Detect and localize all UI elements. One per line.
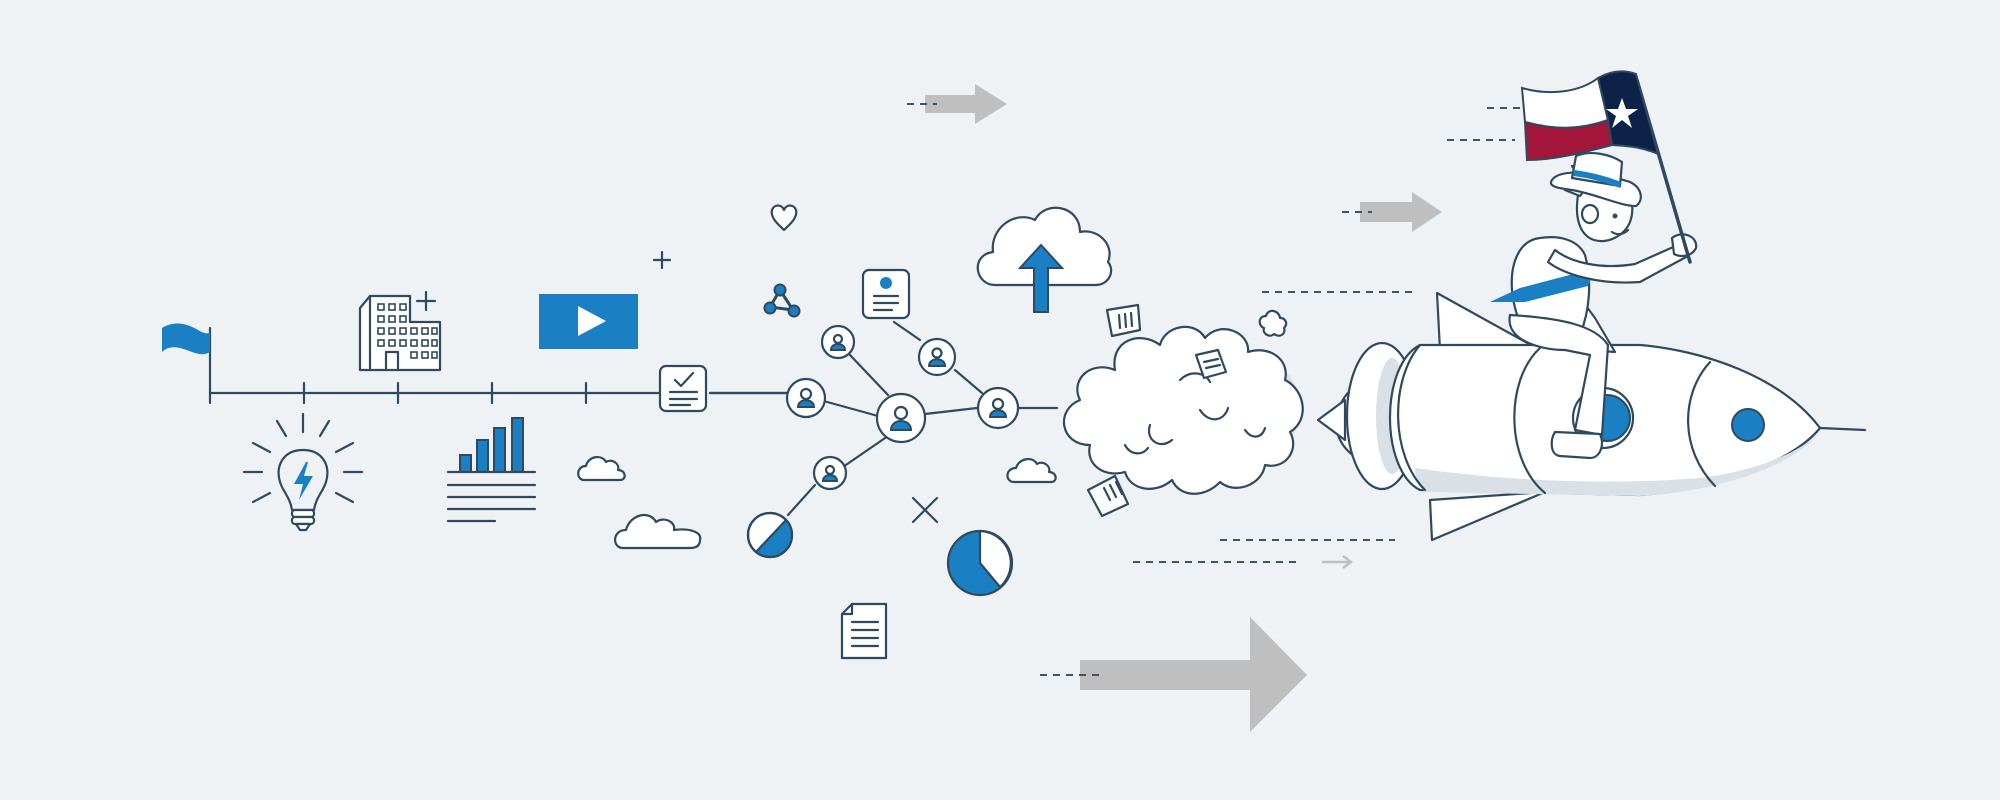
office-building-icon [358, 290, 442, 372]
flying-paper-icon [1194, 348, 1228, 380]
exhaust-cloud [1062, 325, 1304, 495]
person-node [917, 337, 957, 377]
pie-chart-icon [746, 511, 794, 559]
pie-chart-icon [946, 529, 1014, 597]
people-network-icon [708, 268, 1059, 517]
flying-paper-icon [1086, 474, 1130, 518]
texas-flag-icon [1520, 70, 1692, 264]
lightbulb-icon [242, 412, 364, 532]
person-node [812, 455, 848, 491]
video-play-icon [539, 294, 638, 349]
cloud-icon [1006, 458, 1057, 484]
checklist-icon [658, 364, 708, 413]
plus-icon [652, 250, 672, 270]
cloud-icon [1258, 309, 1288, 337]
rider-figure [1490, 152, 1698, 460]
speed-arrow-icon [1322, 555, 1354, 569]
start-flag-icon [162, 323, 212, 405]
speed-arrow-icon [907, 84, 1007, 124]
cloud-upload-icon [976, 206, 1113, 313]
document-icon [840, 602, 888, 660]
profile-card-icon [861, 268, 911, 320]
cloud-icon [577, 456, 626, 482]
bar-chart-icon [446, 417, 537, 523]
heart-icon [770, 204, 798, 232]
flying-paper-icon [1105, 303, 1142, 338]
person-node [820, 324, 856, 360]
person-node [976, 386, 1020, 430]
close-icon [911, 496, 939, 524]
cloud-icon [614, 513, 702, 550]
speed-arrow-icon [1040, 617, 1307, 732]
person-node [875, 392, 927, 444]
share-icon [763, 283, 801, 318]
speed-arrow-icon [1342, 192, 1442, 232]
person-node [785, 377, 827, 419]
